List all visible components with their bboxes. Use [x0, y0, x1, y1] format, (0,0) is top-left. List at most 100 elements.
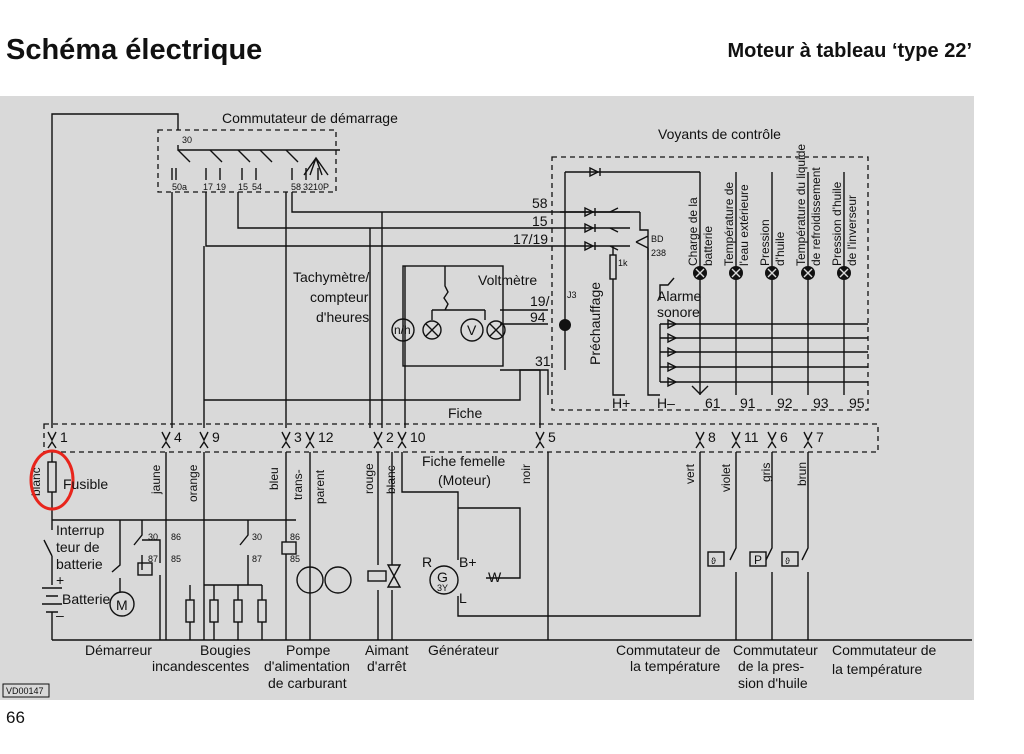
alarm-label-2: sonore [657, 304, 700, 320]
start-terminal-19: 19 [216, 182, 226, 192]
start-switch-box [157, 129, 337, 193]
label-stop-2: d'arrêt [367, 658, 406, 674]
label-pump-1: Pompe [286, 642, 331, 658]
lamp-label-1: Charge de la [686, 197, 700, 266]
connector-pin-number: 6 [780, 429, 788, 445]
tach-lamp [422, 320, 442, 340]
battery-plus: + [56, 572, 64, 588]
connector-pin-arrow [767, 431, 777, 442]
generator-w: W [488, 569, 502, 585]
warning-lamp-cross [767, 268, 777, 278]
start-terminal-50a: 50a [172, 182, 187, 192]
connector-pin-number: 2 [386, 429, 394, 445]
start-terminal-58: 58 [291, 182, 301, 192]
lamp-label-4b: de refroidissement [809, 167, 823, 266]
temp-sensor-icon [707, 551, 725, 567]
alarm-label-1: Alarme [657, 288, 702, 304]
label-temp-switch-2: la température [630, 658, 720, 674]
label-oil-switch-3: sion d'huile [738, 675, 808, 691]
connector-pin-arrow [731, 431, 741, 442]
bus-label-19: 19/ [530, 293, 550, 309]
warning-lamp-cross [839, 268, 849, 278]
volt-lamp-cross [489, 323, 503, 337]
female-connector-label-1: Fiche femelle [422, 453, 505, 469]
connector-pin-socket [695, 440, 705, 449]
connector-pin-arrow [281, 431, 291, 442]
start-terminal-30: 30 [182, 135, 192, 145]
connector-pin-socket [47, 440, 57, 449]
label-generator: Générateur [428, 642, 499, 658]
warning-lamp-cross [803, 268, 813, 278]
ref-code-box [2, 683, 50, 698]
lamp-label-2: Température de [722, 182, 736, 266]
connector-pin-socket [281, 440, 291, 449]
lamp-label-4: Température du liquide [794, 144, 808, 266]
glow-plug-2 [209, 599, 219, 623]
page-number: 66 [6, 708, 25, 727]
connector-pin-arrow [47, 431, 57, 442]
battery-switch-label-2: teur de [56, 539, 100, 555]
h-minus-label: H– [657, 395, 675, 411]
label-pump-3: de carburant [268, 675, 347, 691]
connector-pin-number: 10 [410, 429, 426, 445]
start-switch-label: Commutateur de démarrage [222, 110, 398, 126]
label-temp-switch-1: Commutateur de [616, 642, 720, 658]
label-temp-switch-3: Commutateur de [832, 642, 936, 658]
warning-lights-box [551, 156, 869, 411]
connector-pin-number: 12 [318, 429, 334, 445]
connector-pin-socket [161, 440, 171, 449]
wire-color-violet: violet [719, 463, 733, 492]
battery-switch-label-1: Interrup [56, 522, 104, 538]
connector-pin-arrow [535, 431, 545, 442]
lamp-terminal-61: 61 [705, 395, 721, 411]
connector-pin-number: 11 [744, 429, 759, 445]
battery-switch-label-3: batterie [56, 556, 103, 572]
start-terminal-10p: 10P [313, 182, 329, 192]
connector-pin-arrow [161, 431, 171, 442]
tach-label-1: Tachymètre/ [293, 269, 369, 285]
battery-minus: – [56, 607, 64, 623]
j3-label: J3 [567, 290, 577, 300]
label-starter: Démarreur [85, 642, 152, 658]
diagram-background [0, 96, 974, 700]
female-connector-label-2: (Moteur) [438, 472, 491, 488]
lamp-label-5: Pression d'huile [830, 181, 844, 266]
label-stop-1: Aimant [365, 642, 409, 658]
generator-symbol: G [437, 569, 448, 585]
connector-pin-arrow [397, 431, 407, 442]
lamp-label-3: Pression [758, 219, 772, 266]
bd-number: 238 [651, 248, 666, 258]
label-oil-switch-1: Commutateur [733, 642, 818, 658]
tach-label-3: d'heures [316, 309, 369, 325]
connector-pin-socket [767, 440, 777, 449]
bus-label-94: 94 [530, 309, 546, 325]
connector-pin-arrow [199, 431, 209, 442]
start-terminal-32: 32 [303, 182, 313, 192]
label-glow-2: incandescentes [152, 658, 249, 674]
connector-pin-socket [803, 440, 813, 449]
lamp-terminal-92: 92 [777, 395, 793, 411]
lamp-labels: Charge de la batterie Température de l'e… [686, 144, 859, 266]
connector-pin-number: 8 [708, 429, 716, 445]
bd-label: BD [651, 234, 664, 244]
lamp-label-2b: l'eau extérieure [737, 184, 751, 266]
resistor-label: 1k [618, 258, 628, 268]
warning-lamp-cross [731, 268, 741, 278]
lamp-label-1b: batterie [701, 226, 715, 266]
connector-pin-arrow [803, 431, 813, 442]
fuel-pump-fan-icon [324, 566, 352, 594]
bus-label-15: 15 [532, 213, 548, 229]
generator-icon [429, 565, 459, 595]
relay2-term-86: 86 [290, 532, 300, 542]
tachometer-gauge [391, 318, 415, 342]
ref-code: VD00147 [6, 686, 44, 696]
generator-b: B+ [459, 554, 477, 570]
connector-pin-socket [535, 440, 545, 449]
wire-color-jaune: jaune [149, 464, 163, 495]
glow-plugs [185, 599, 267, 623]
bus-label-58: 58 [532, 195, 548, 211]
wire-color-parent: parent [313, 469, 327, 504]
lamp-terminal-91: 91 [740, 395, 756, 411]
pressure-sensor-icon [749, 551, 767, 567]
